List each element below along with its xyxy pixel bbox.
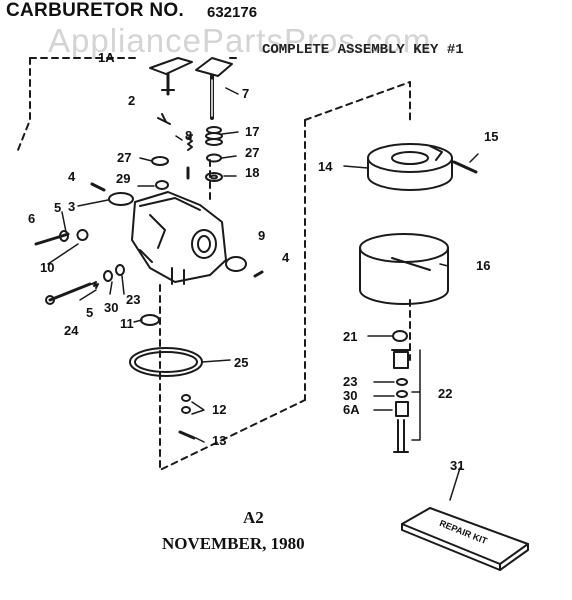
carburetor-body xyxy=(131,191,227,285)
part-10-washer xyxy=(76,229,89,241)
callout-12: 12 xyxy=(212,402,227,417)
part-7-choke-lever xyxy=(195,57,233,120)
callout-30-right: 30 xyxy=(343,388,358,403)
callout-7: 7 xyxy=(242,86,250,101)
part-14-float-cover xyxy=(367,143,453,191)
part-5-spring-top xyxy=(59,230,69,242)
part-22-inlet-needle-assembly xyxy=(391,349,411,453)
assembly-boundary-lines xyxy=(17,57,411,471)
page-code: A2 xyxy=(243,508,264,527)
part-29-bushing xyxy=(155,180,169,190)
callout-22: 22 xyxy=(438,386,453,401)
part-31-repair-kit xyxy=(401,507,529,571)
part-5-spring-bottom xyxy=(91,281,99,289)
callout-1a: 1A xyxy=(98,50,115,65)
callout-17: 17 xyxy=(245,124,260,139)
callout-24: 24 xyxy=(64,323,79,338)
model-number: 632176 xyxy=(207,4,258,21)
callout-4-right: 4 xyxy=(282,250,290,265)
part-21-washer xyxy=(392,330,408,342)
callout-29: 29 xyxy=(116,171,131,186)
part-2-screw xyxy=(157,113,171,125)
callout-8: 8 xyxy=(185,128,193,143)
part-23-ring xyxy=(115,264,125,276)
part-24-needle xyxy=(48,282,92,302)
callout-23-right: 23 xyxy=(343,374,358,389)
callout-13: 13 xyxy=(212,433,227,448)
part-18-shaft-seal xyxy=(205,172,223,182)
callout-31: 31 xyxy=(450,458,465,473)
callout-4-left: 4 xyxy=(68,169,76,184)
callout-6: 6 xyxy=(28,211,36,226)
callout-3: 3 xyxy=(68,199,76,214)
part-4-screw-right xyxy=(253,270,264,278)
part-13-screw xyxy=(178,430,196,440)
callout-14: 14 xyxy=(318,159,333,174)
part-11-o-ring xyxy=(140,314,160,326)
callout-5-top: 5 xyxy=(54,200,62,215)
part-17-spring xyxy=(205,126,223,146)
callout-9: 9 xyxy=(258,228,266,243)
part-6-needle xyxy=(34,232,70,246)
part-27-seal-left xyxy=(151,156,169,166)
part-4-screw-left xyxy=(90,182,106,192)
callout-10: 10 xyxy=(40,260,55,275)
callout-15: 15 xyxy=(484,129,499,144)
callout-25: 25 xyxy=(234,355,249,370)
callout-21: 21 xyxy=(343,329,358,344)
part-1a-lever xyxy=(149,57,193,96)
callout-18: 18 xyxy=(245,165,260,180)
callout-6a: 6A xyxy=(343,402,360,417)
callout-27-right: 27 xyxy=(245,145,260,160)
kit-title: COMPLETE ASSEMBLY KEY #1 xyxy=(262,42,464,58)
part-8-spring xyxy=(186,134,193,180)
part-15-pin xyxy=(452,160,478,174)
callout-11: 11 xyxy=(120,316,134,331)
part-12-washer-top xyxy=(181,394,191,402)
callout-16: 16 xyxy=(476,258,491,273)
callout-27-left: 27 xyxy=(117,150,132,165)
part-12-washer-bottom xyxy=(181,406,191,414)
callout-5-bottom: 5 xyxy=(86,305,94,320)
part-25-gasket xyxy=(129,347,203,377)
callout-30-left: 30 xyxy=(104,300,119,315)
diagram-date: NOVEMBER, 1980 xyxy=(162,534,305,553)
watermark: AppliancePartsPros.com xyxy=(48,22,432,59)
callout-2: 2 xyxy=(128,93,136,108)
part-27-seal xyxy=(206,153,222,163)
diagram-title: CARBURETOR NO. xyxy=(6,0,185,21)
part-16-float xyxy=(359,233,449,305)
part-9-throttle-plate xyxy=(225,256,247,272)
part-30-washer xyxy=(103,270,113,282)
part-3-plate xyxy=(108,192,134,206)
callout-23-left: 23 xyxy=(126,292,141,307)
leader-arrows xyxy=(47,87,479,501)
